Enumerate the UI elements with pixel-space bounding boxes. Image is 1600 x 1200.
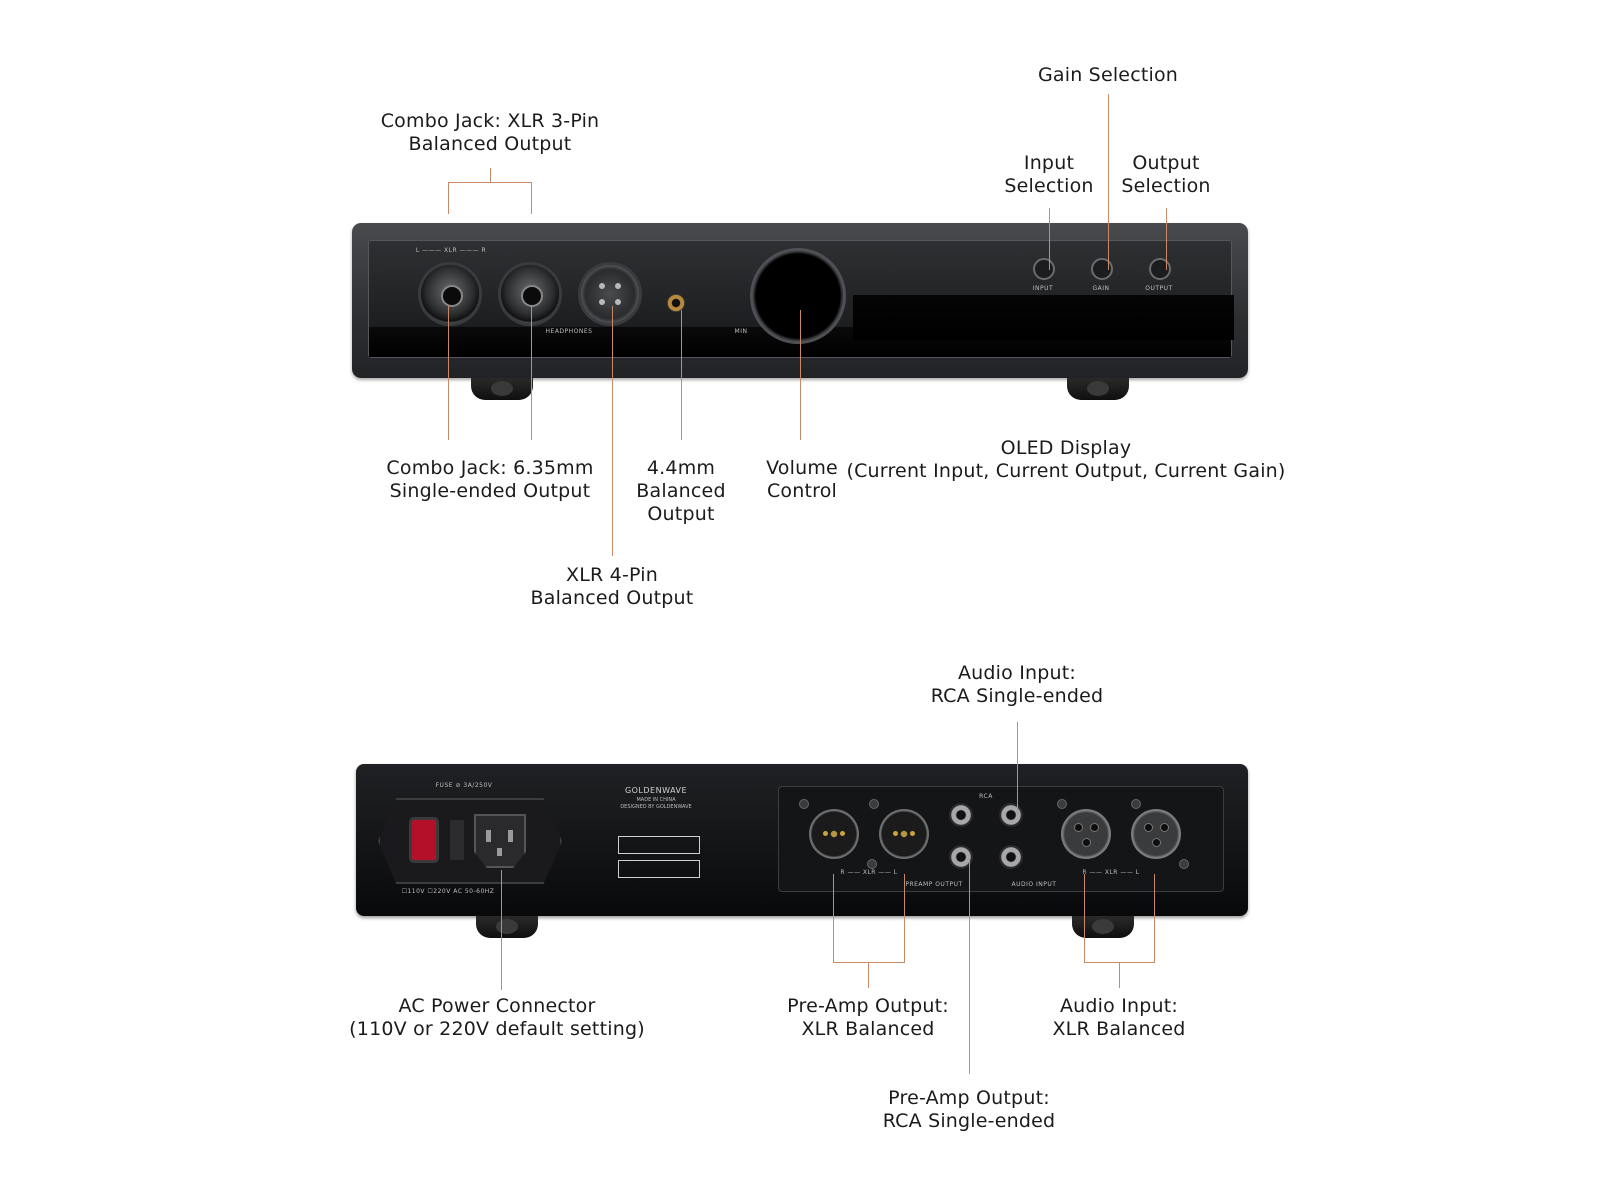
ac-power-connector[interactable] — [474, 814, 526, 868]
input-xlr-l[interactable] — [1131, 809, 1181, 859]
made-text: MADE IN CHINA — [611, 797, 701, 803]
fuse-holder — [450, 820, 464, 860]
input-xlr-r[interactable] — [1061, 809, 1111, 859]
input-button[interactable] — [1033, 258, 1055, 280]
fuse-text: FUSE ⊘ 3A/250V — [436, 782, 493, 789]
leader — [1017, 722, 1018, 814]
leader — [800, 310, 801, 440]
rear-foot-right — [1072, 916, 1134, 938]
power-switch[interactable] — [412, 820, 436, 860]
audio-input-text: AUDIO INPUT — [1012, 881, 1057, 888]
xlr-4pin-jack[interactable] — [581, 265, 639, 323]
btn-gain-text: GAIN — [1092, 285, 1109, 292]
rear-panel: FUSE ⊘ 3A/250V ☐110V ☐220V AC 50-60HZ GO… — [356, 764, 1248, 916]
power-inlet-plate — [378, 798, 562, 884]
leader — [612, 306, 613, 556]
rca-text: RCA — [979, 793, 993, 800]
brand-text: GOLDENWAVE — [611, 786, 701, 795]
leader — [531, 182, 532, 214]
leader — [1108, 94, 1109, 270]
brand-block: GOLDENWAVE MADE IN CHINA DESIGNED BY GOL… — [611, 786, 701, 810]
btn-input-text: INPUT — [1033, 285, 1053, 292]
leader — [833, 962, 905, 963]
leader — [868, 962, 869, 988]
preamp-output-text: PREAMP OUTPUT — [905, 881, 962, 888]
label-ac-power: AC Power Connector(110V or 220V default … — [349, 995, 645, 1041]
min-text: MIN — [735, 328, 748, 335]
rca-input-l[interactable] — [999, 845, 1023, 869]
btn-output-text: OUTPUT — [1145, 285, 1172, 292]
front-foot-right — [1067, 378, 1129, 400]
label-audio-input-rca: Audio Input:RCA Single-ended — [931, 662, 1104, 708]
leader — [531, 306, 532, 440]
leader — [904, 874, 905, 962]
voltage-text: ☐110V ☐220V AC 50-60HZ — [402, 888, 495, 895]
jack-4-4mm[interactable] — [667, 294, 685, 312]
output-button[interactable] — [1149, 258, 1171, 280]
oled-display — [853, 295, 1234, 340]
label-oled-display: OLED Display(Current Input, Current Outp… — [846, 437, 1285, 483]
rear-foot-left — [476, 916, 538, 938]
headphones-text: HEADPHONES — [546, 328, 593, 335]
label-preamp-rca: Pre-Amp Output:RCA Single-ended — [883, 1087, 1056, 1133]
leader — [1049, 208, 1050, 270]
leader — [448, 182, 532, 183]
front-foot-left — [471, 378, 533, 400]
volume-knob[interactable] — [753, 251, 843, 341]
leader — [448, 306, 449, 440]
label-preamp-xlr: Pre-Amp Output:XLR Balanced — [787, 995, 949, 1041]
label-audio-input-xlr: Audio Input:XLR Balanced — [1052, 995, 1185, 1041]
leader — [448, 182, 449, 214]
preamp-xlr-r[interactable] — [809, 809, 859, 859]
xlr-left-text: R —— XLR —— L — [840, 869, 897, 876]
leader — [490, 168, 491, 182]
leader — [681, 310, 682, 440]
xlr-right-text: R —— XLR —— L — [1082, 869, 1139, 876]
gain-button[interactable] — [1091, 258, 1113, 280]
leader — [1154, 874, 1155, 962]
combo-jack-right[interactable] — [501, 265, 559, 323]
leader — [501, 870, 502, 990]
leader — [1119, 962, 1120, 988]
spec-sticker — [618, 836, 700, 854]
xlr-header-text: L ——— XLR ——— R — [416, 247, 486, 254]
leader — [969, 858, 970, 1074]
leader — [833, 874, 834, 962]
label-gain-selection: Gain Selection — [1038, 64, 1178, 87]
leader — [1084, 874, 1085, 962]
leader — [1166, 208, 1167, 270]
warning-sticker — [618, 860, 700, 878]
preamp-xlr-l[interactable] — [879, 809, 929, 859]
designed-text: DESIGNED BY GOLDENWAVE — [611, 804, 701, 810]
rca-preamp-r[interactable] — [949, 803, 973, 827]
combo-jack-left[interactable] — [421, 265, 479, 323]
io-panel: R —— XLR —— L RCA PREAMP OUTPUT AUDIO IN… — [778, 786, 1224, 892]
rca-input-r[interactable] — [999, 803, 1023, 827]
